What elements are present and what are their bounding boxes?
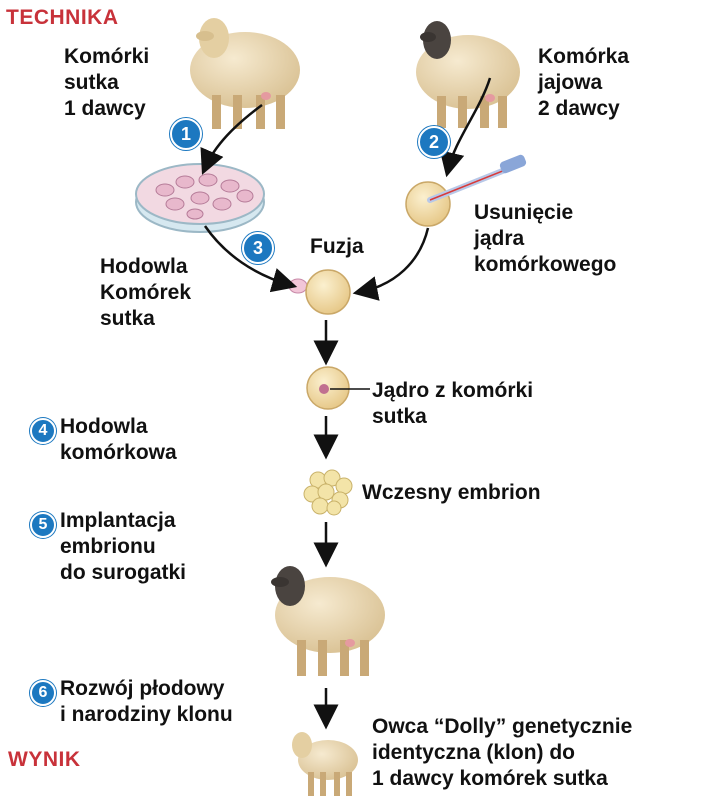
step-6-label: Rozwój płodowy i narodziny klonu (60, 676, 233, 728)
sheep-donor2-icon (416, 21, 520, 128)
step-2-badge: 2 (418, 126, 450, 158)
step-4-badge: 4 (30, 418, 56, 444)
early-embryo-icon (304, 470, 352, 515)
enucleation-label: Usunięcie jądra komórkowego (474, 200, 616, 278)
step-1-badge: 1 (170, 118, 202, 150)
nucleus-label: Jądro z komórki sutka (372, 378, 533, 430)
step-5-badge: 5 (30, 512, 56, 538)
arrow-egg-to-fusion (360, 228, 428, 292)
petri-dish-icon (136, 164, 264, 232)
sheep-donor1-icon (190, 18, 300, 129)
sheep-surrogate-icon (271, 566, 385, 676)
fusion-cells-icon (289, 270, 350, 314)
donor1-label: Komórki sutka 1 dawcy (64, 44, 149, 122)
embryo-label: Wczesny embrion (362, 480, 541, 506)
fusion-label: Fuzja (310, 234, 364, 260)
technique-heading: TECHNIKA (6, 6, 119, 30)
step-3-badge: 3 (242, 232, 274, 264)
step-4-label: Hodowla komórkowa (60, 414, 177, 466)
lamb-dolly-icon (292, 732, 358, 796)
result-label: Owca “Dolly” genetycznie identyczna (klo… (372, 714, 632, 792)
nucleated-cell-icon (307, 367, 370, 409)
culture-label: Hodowla Komórek sutka (100, 254, 191, 332)
result-heading: WYNIK (8, 748, 81, 772)
step-6-badge: 6 (30, 680, 56, 706)
step-5-label: Implantacja embrionu do surogatki (60, 508, 186, 586)
donor2-label: Komórka jajowa 2 dawcy (538, 44, 629, 122)
